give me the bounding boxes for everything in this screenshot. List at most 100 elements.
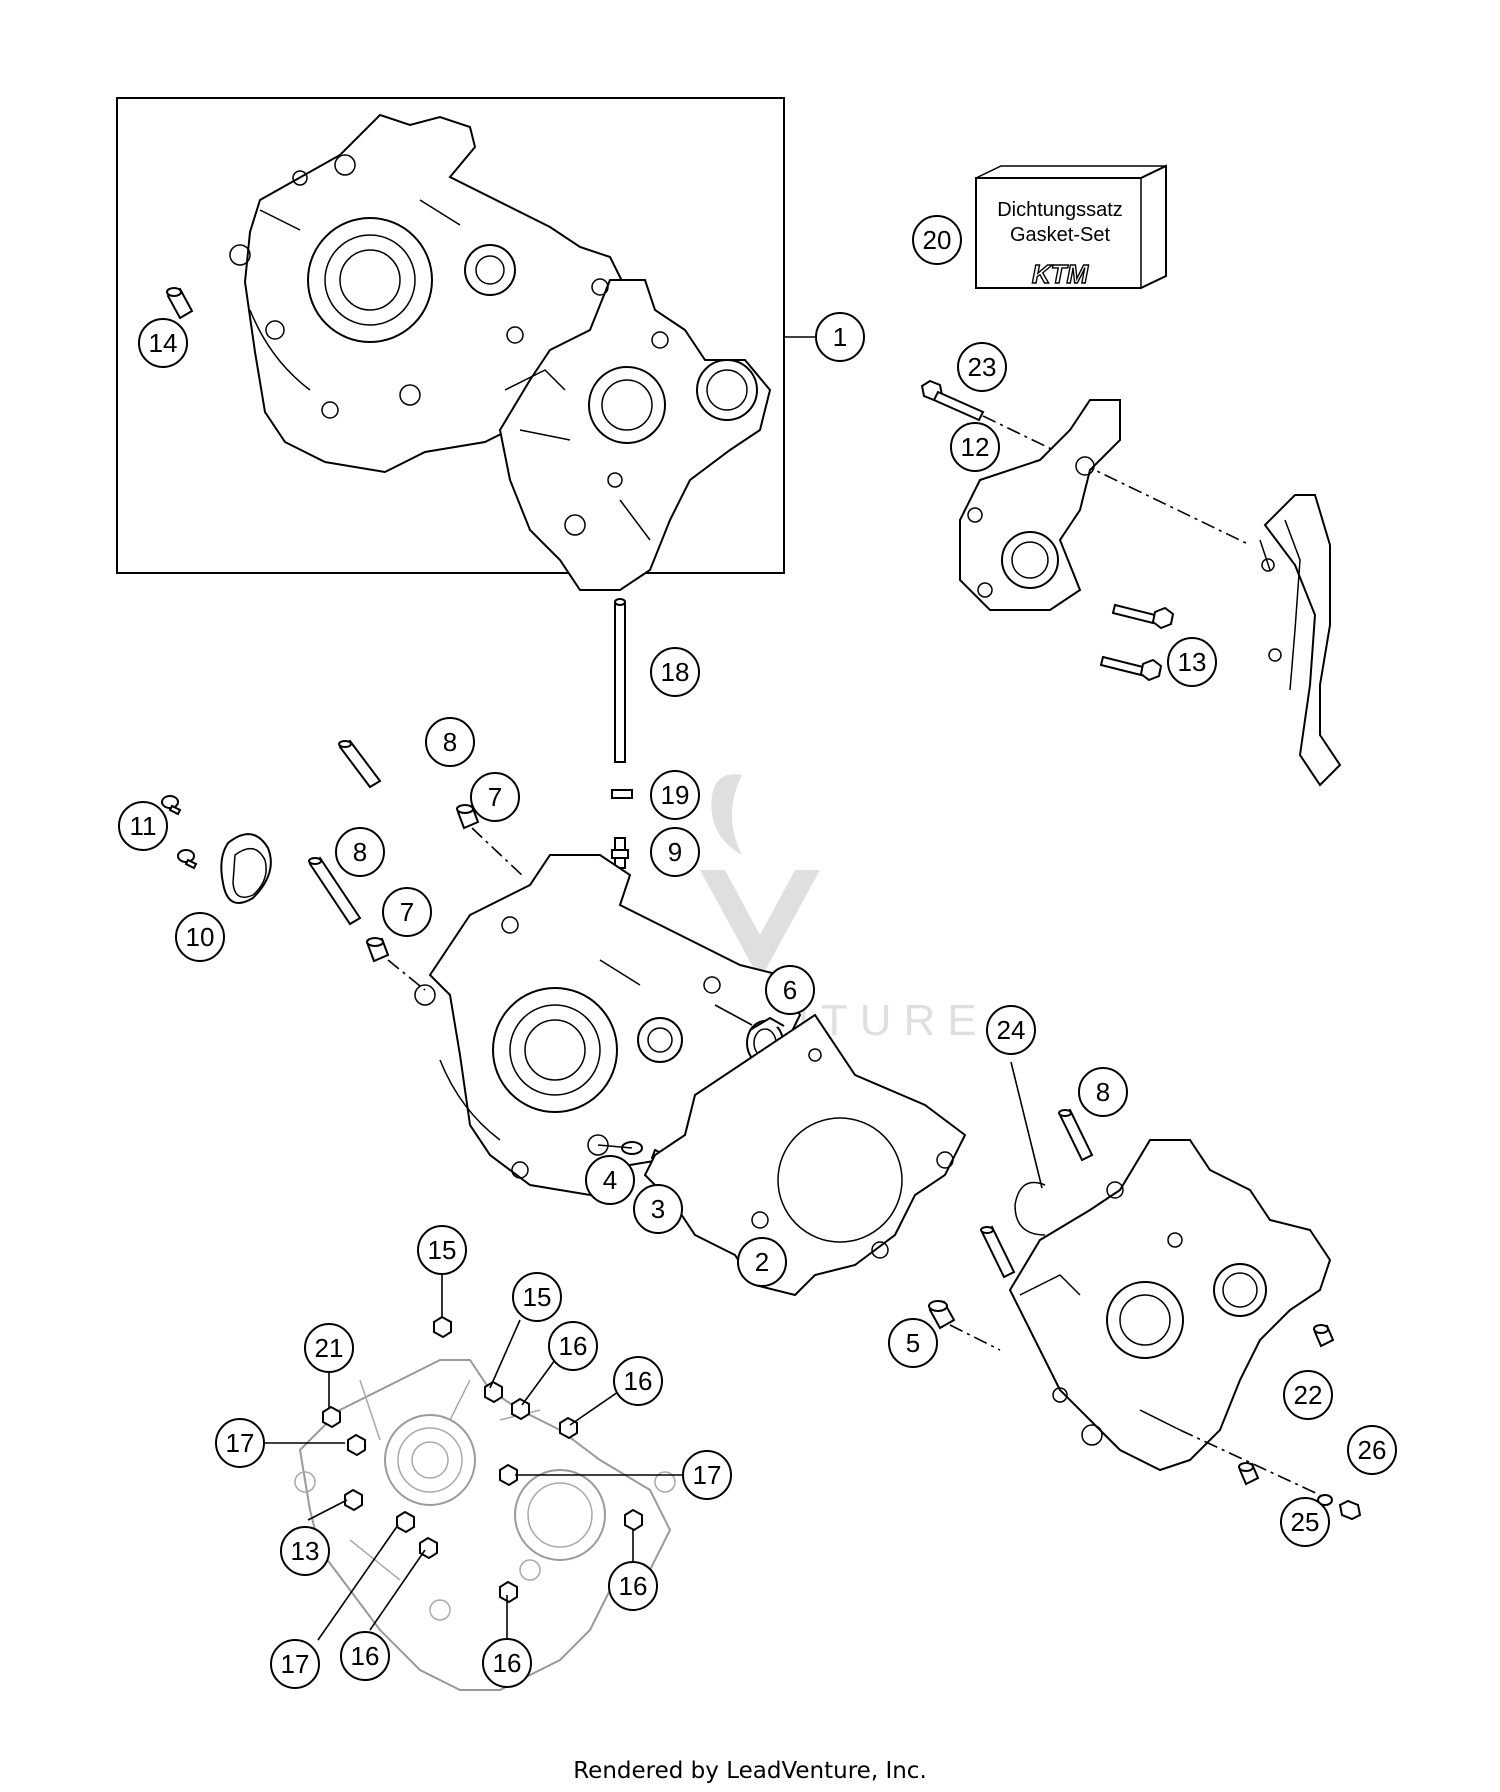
bolt-23: [920, 379, 985, 422]
svg-text:26: 26: [1358, 1435, 1387, 1465]
svg-text:7: 7: [488, 782, 502, 812]
callout-17: 17: [682, 1450, 732, 1500]
svg-text:8: 8: [353, 837, 367, 867]
callout-18: 18: [650, 647, 700, 697]
callout-16: 16: [482, 1638, 532, 1688]
callout-19: 19: [650, 770, 700, 820]
bushing-5: [928, 1300, 956, 1330]
dowel-8-right: [1058, 1108, 1094, 1162]
axis-7-upper: [471, 827, 526, 879]
svg-text:3: 3: [651, 1194, 665, 1224]
leader-6: [714, 1004, 753, 1026]
svg-text:17: 17: [281, 1649, 310, 1679]
ktm-logo: KTM: [1032, 259, 1090, 289]
leader-24: [1010, 1061, 1043, 1189]
svg-text:17: 17: [226, 1428, 255, 1458]
svg-text:2: 2: [755, 1247, 769, 1277]
callout-11: 11: [118, 801, 168, 851]
callout-24: 24: [986, 1005, 1036, 1055]
svg-text:20: 20: [923, 225, 952, 255]
callout-13: 13: [1167, 637, 1217, 687]
callout-25: 25: [1280, 1497, 1330, 1547]
callout-7: 7: [470, 772, 520, 822]
callout-16: 16: [340, 1631, 390, 1681]
callout-22: 22: [1283, 1370, 1333, 1420]
callout-21: 21: [304, 1323, 354, 1373]
axis-23: [982, 415, 1251, 546]
frame-section: [1259, 494, 1342, 787]
svg-text:13: 13: [291, 1536, 320, 1566]
callout-10: 10: [175, 912, 225, 962]
svg-text:12: 12: [961, 432, 990, 462]
dowel-pin-14: [166, 287, 194, 320]
callout-2: 2: [737, 1237, 787, 1287]
svg-text:8: 8: [1096, 1077, 1110, 1107]
axis-5: [949, 1324, 1001, 1351]
callout-16: 16: [613, 1356, 663, 1406]
callout-14: 14: [138, 318, 188, 368]
dowel-8-right-lower: [980, 1225, 1016, 1279]
callout-8: 8: [425, 717, 475, 767]
callout-6: 6: [765, 965, 815, 1015]
callout-12: 12: [950, 422, 1000, 472]
pin-18: [614, 598, 626, 763]
crankcase-right-half-set: [498, 278, 772, 591]
callout-20: 20: [912, 215, 962, 265]
svg-text:6: 6: [783, 975, 797, 1005]
callout-23: 23: [957, 342, 1007, 392]
svg-text:10: 10: [186, 922, 215, 952]
svg-text:9: 9: [668, 837, 682, 867]
callout-15: 15: [417, 1225, 467, 1275]
svg-text:17: 17: [693, 1460, 722, 1490]
callout-4: 4: [585, 1155, 635, 1205]
crankcase-right-half-22: [1008, 1139, 1332, 1472]
svg-text:5: 5: [906, 1328, 920, 1358]
bushing-7-upper: [456, 804, 480, 830]
gasket-set-label-en: Gasket-Set: [1010, 224, 1110, 246]
bolts-13-right: [1099, 603, 1175, 682]
crankcase-gasket-2: [643, 1013, 967, 1297]
screw-26: [1338, 1499, 1362, 1521]
svg-text:14: 14: [149, 328, 178, 358]
callout-13: 13: [280, 1526, 330, 1576]
gasket-10: [220, 833, 272, 904]
svg-text:21: 21: [315, 1333, 344, 1363]
svg-text:15: 15: [523, 1282, 552, 1312]
svg-text:11: 11: [130, 811, 157, 841]
ignition-cover-12: [959, 399, 1121, 611]
svg-text:13: 13: [1178, 647, 1207, 677]
axis-7-middle: [387, 959, 426, 991]
clutch-cover-outline: [294, 1359, 676, 1691]
crankcase-set-box: [116, 97, 785, 574]
dowel-8-upper: [338, 739, 382, 789]
svg-text:4: 4: [603, 1165, 617, 1195]
rendered-by-footer: Rendered by LeadVenture, Inc.: [573, 1758, 927, 1784]
svg-text:22: 22: [1294, 1380, 1323, 1410]
clip-19: [611, 789, 633, 799]
callout-15: 15: [512, 1272, 562, 1322]
callout-9: 9: [650, 827, 700, 877]
dowel-8-middle: [308, 856, 362, 926]
svg-text:8: 8: [443, 727, 457, 757]
washer-25: [1317, 1494, 1333, 1506]
svg-text:16: 16: [493, 1648, 522, 1678]
svg-text:25: 25: [1291, 1507, 1320, 1537]
leader-lines: [260, 1270, 683, 1641]
axis-25-26: [1179, 1429, 1321, 1496]
callout-17: 17: [270, 1639, 320, 1689]
callout-1: 1: [815, 312, 865, 362]
svg-text:16: 16: [559, 1331, 588, 1361]
screw-11-a: [161, 795, 182, 816]
svg-text:18: 18: [661, 657, 690, 687]
callout-16: 16: [548, 1321, 598, 1371]
bushing-22-b: [1238, 1462, 1260, 1486]
callout-7: 7: [382, 887, 432, 937]
svg-text:19: 19: [661, 780, 690, 810]
callout-17: 17: [215, 1418, 265, 1468]
gasket-set-box: Dichtungssatz Gasket-Set KTM: [975, 164, 1167, 290]
svg-text:16: 16: [619, 1571, 648, 1601]
svg-text:23: 23: [968, 352, 997, 382]
callout-8: 8: [1078, 1067, 1128, 1117]
svg-text:15: 15: [428, 1235, 457, 1265]
